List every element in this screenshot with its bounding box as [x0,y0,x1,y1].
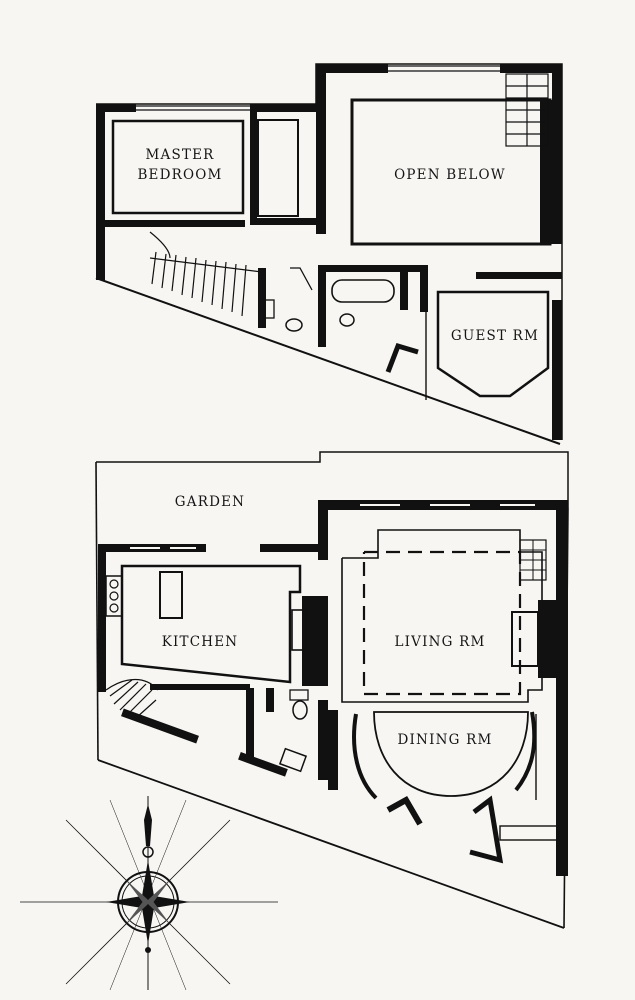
void-right-edge [540,100,552,244]
ground-bay-right [469,795,504,864]
ground-slanted-wall [97,759,565,929]
upper-sink [339,313,355,327]
upper-wall-step [316,64,326,234]
upper-wall-right [552,64,562,244]
kitchen-wall-block-inner [291,609,307,651]
compass-rose-icon [20,796,278,991]
kitchen-partition [150,684,250,690]
guest-room-bed [436,290,550,398]
upper-slanted-wall [95,277,561,445]
upper-wall-wc [258,268,266,328]
ground-floor-plan [95,451,569,929]
upper-wall-partition-c [250,218,326,225]
stove-burners [109,579,119,613]
upper-spiral-stair [505,73,549,147]
ground-sink [289,689,309,701]
upper-wall-top-right-a [316,64,388,73]
upper-staircase [149,231,263,317]
ground-wall-wc-c [318,700,328,780]
living-fireplace [511,611,539,667]
upper-toilet [285,318,303,332]
upper-wall-left [96,104,105,280]
ground-wall-dining-left [328,710,338,790]
master-bedroom-bed [111,119,245,215]
dining-curve-left [352,713,378,800]
ground-wall-living-right [556,500,568,876]
ground-wall-kitchen-left [98,544,106,692]
upper-bathtub [331,279,395,303]
guest-room-label: GUEST RM [450,328,540,344]
ground-toilet [292,700,308,720]
upper-closet [257,119,299,217]
upper-wall-top-right-b [500,64,562,73]
upper-wall-right-low [552,300,562,440]
kitchen-counter [120,564,302,684]
ground-wall-kitchen-top-b [260,544,328,552]
ground-wall-wc-a [246,688,254,758]
ground-wall-stair-bottom [121,708,199,744]
dining-curve-right [514,711,537,792]
upper-wall-partition-b [250,112,257,224]
kitchen-stove [105,575,123,617]
dining-room-apse [373,711,529,797]
open-below-label: OPEN BELOW [394,167,506,183]
ground-outline-left [95,461,99,761]
upper-wall-top-mid [250,104,316,112]
upper-wall-bath-top [318,265,428,272]
living-room-label: LIVING RM [394,634,486,650]
living-chimney [538,600,556,678]
upper-wall-top-left [96,104,136,112]
garden-label: GARDEN [174,494,246,510]
ground-bench [499,825,559,841]
upper-vanity [263,299,275,319]
master-bedroom-label-line1: MASTER [145,147,215,163]
upper-door-swing-a [290,267,313,291]
kitchen-island [159,571,183,619]
living-room-dashed [362,550,522,696]
ground-door-stub [386,795,423,826]
kitchen-label: KITCHEN [161,634,239,650]
upper-wall-bath-right [400,270,408,310]
ground-wall-wc-b [266,688,274,712]
upper-door-stub [385,342,419,373]
ground-shower [278,747,308,773]
upper-wall-guest-top [476,272,562,279]
upper-floor-plan [95,63,563,445]
ground-wall-wc-d [238,752,288,777]
garden-outline [96,451,569,508]
upper-wall-bath-left [318,265,326,347]
upper-wall-bath-right2 [420,272,428,312]
ground-wall-living-left [318,500,328,560]
master-bedroom-label-line2: BEDROOM [137,167,223,183]
upper-wall-partition-a [105,220,245,227]
living-room-bay [341,529,543,703]
dining-room-label: DINING RM [397,732,493,748]
master-bedroom-label: MASTER BEDROOM [130,145,230,185]
